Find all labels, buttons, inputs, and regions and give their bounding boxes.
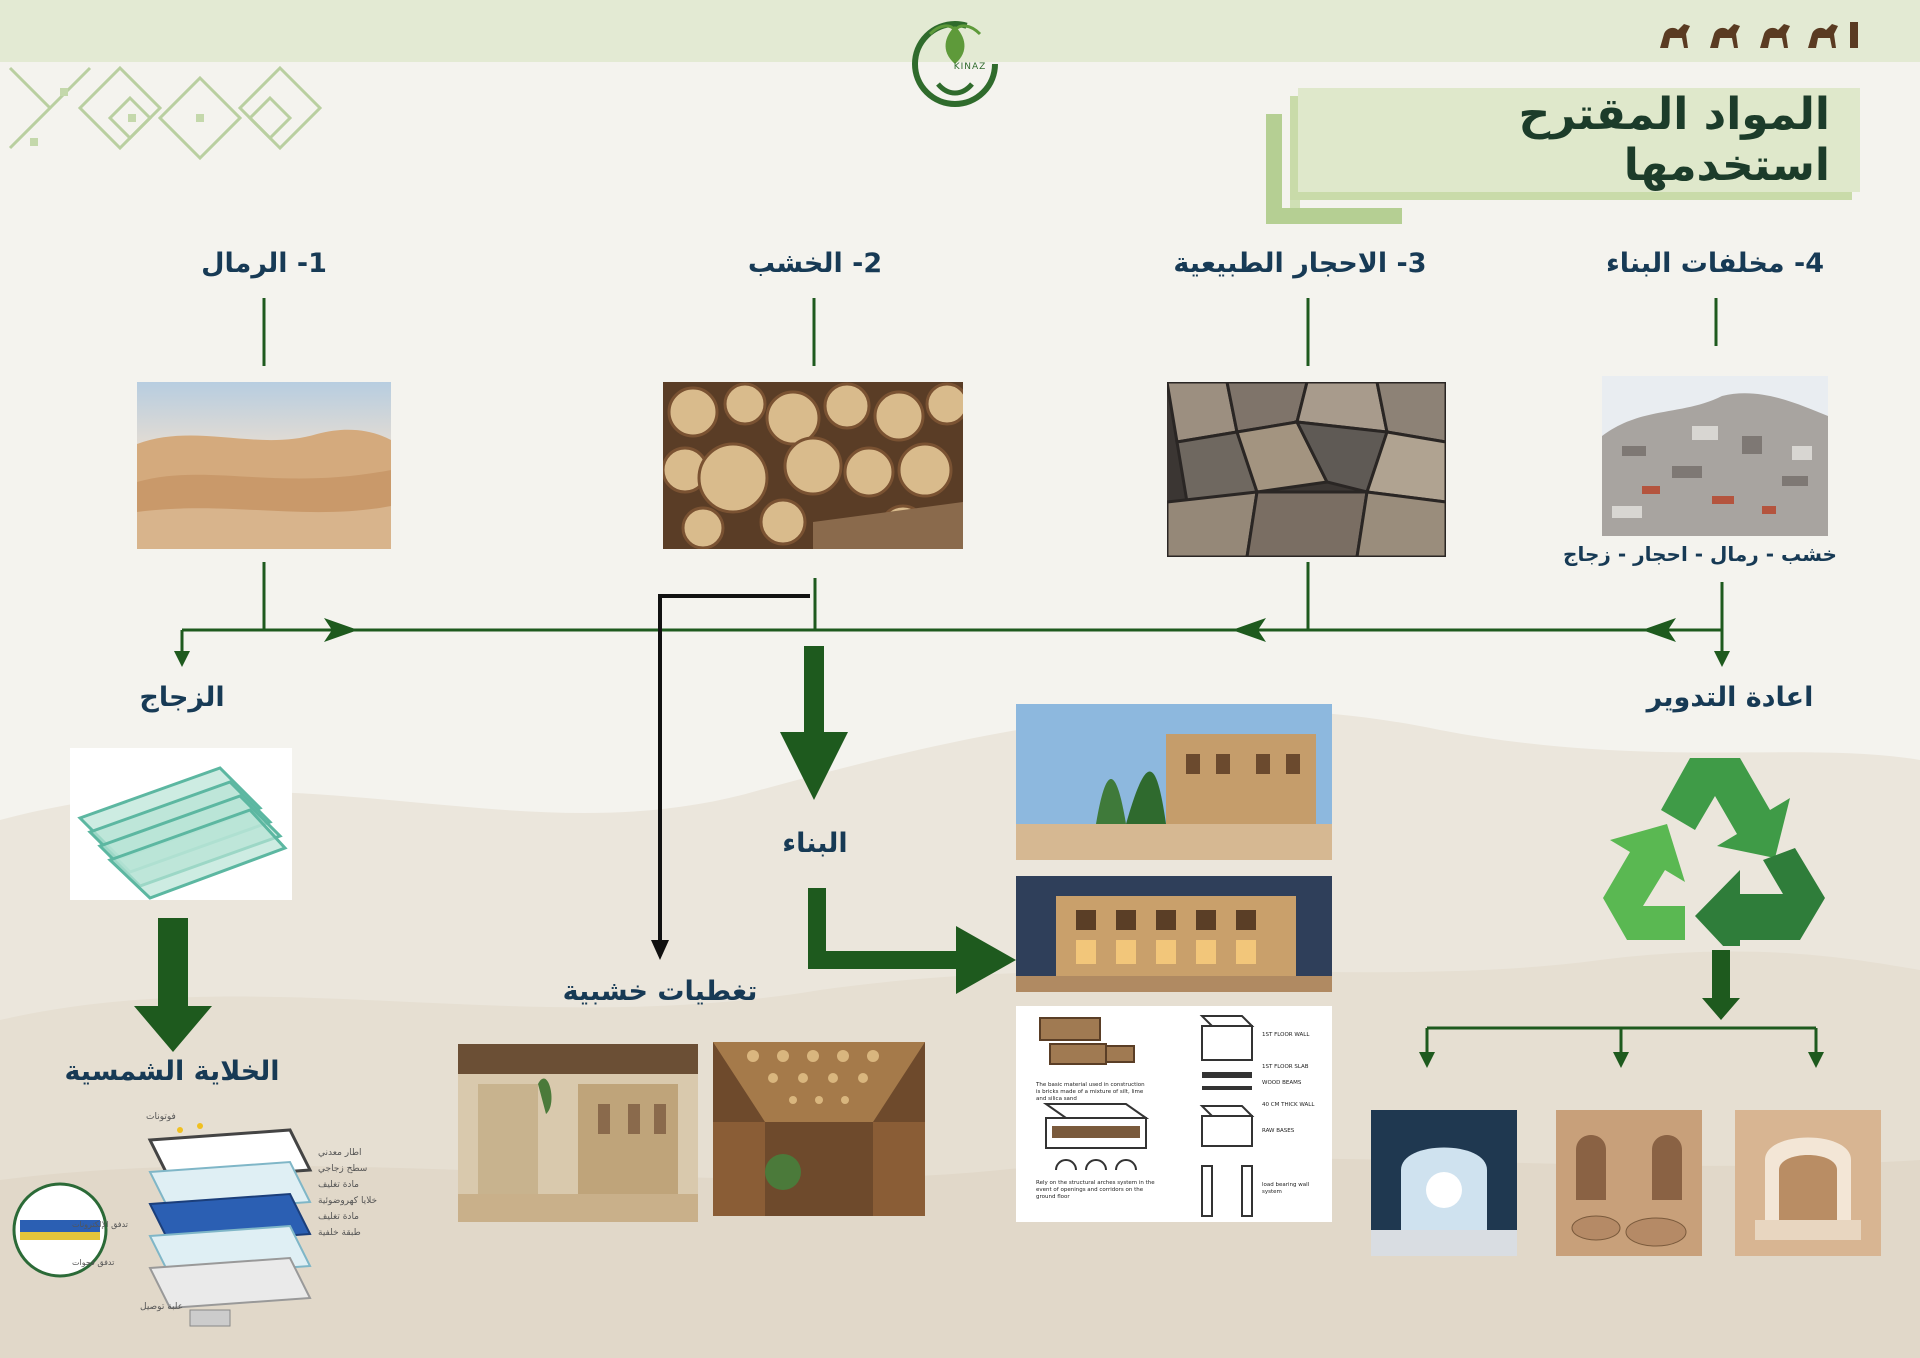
waste-contents-label: خشب - رمال - احجار - زجاج [1563,542,1837,566]
construction-system-diagram: The basic material used in construction … [1016,1006,1332,1222]
building-render-2-image [1016,876,1332,992]
solar-frame-label: اطار معدني [318,1148,362,1158]
building-label: البناء [782,828,848,859]
construction-waste-image [1602,376,1828,536]
title-decoration [1266,114,1282,224]
sand-dunes-image [137,382,391,549]
construction-label-thick-wall: 40 CM THICK WALL [1262,1102,1315,1108]
recycling-label: اعادة التدوير [1646,682,1814,713]
solar-cell-label: الخلاية الشمسية [64,1056,280,1087]
solar-junction-box-label: علبة توصيل [140,1302,184,1312]
material-label-wood: 2- الخشب [747,248,883,279]
construction-label-load-bearing: load bearing wall system [1262,1182,1310,1195]
recycled-stone-interior-image [1556,1110,1702,1256]
glass-sheets-image [70,748,292,900]
title-decoration [1266,208,1402,224]
material-label-waste: 4- مخلفات البناء [1605,248,1825,279]
construction-system-drawing [1039,1015,1255,1217]
solar-hole-flow-label: تدفق فجوات [72,1258,115,1267]
wood-logs-image [663,382,963,549]
title-decoration [1290,140,1300,208]
natural-stones-image [1167,382,1446,557]
recycled-glass-interior-image [1371,1110,1517,1256]
construction-arches-note: Rely on the structural arches system in … [1036,1180,1155,1200]
kinaz-logo [912,21,998,107]
solar-backsheet-label: طبقة خلفية [318,1228,361,1238]
ornament-pattern [8,65,323,161]
construction-label-floor-slab: 1ST FLOOR SLAB [1262,1064,1309,1070]
solar-photons-label: فوتونات [146,1112,176,1122]
logo-text: KINAZ [953,62,987,72]
solar-glass-label: سطح زجاجي [318,1164,368,1174]
construction-label-wood-beams: WOOD BEAMS [1262,1080,1302,1086]
construction-material-note: The basic material used in construction … [1036,1082,1145,1102]
solar-encapsulant-label: مادة تغليف [318,1180,360,1190]
solar-electron-flow-label: تدفق الإلكترونات [72,1220,128,1229]
construction-label-raw-bases: RAW BASES [1262,1128,1295,1134]
solar-encapsulant2-label: مادة تغليف [318,1212,360,1222]
material-label-stone: 3- الاحجار الطبيعية [1173,248,1427,279]
title-box: المواد المقترح استخدمها [1298,88,1860,192]
wood-covers-label: تغطيات خشبية [562,976,758,1007]
wood-cover-courtyard-image [458,1044,698,1222]
recycle-icon [1603,758,1825,946]
construction-label-floor-wall: 1ST FLOOR WALL [1262,1032,1310,1038]
camel-caravan-icon [1660,22,1858,48]
page-title: المواد المقترح استخدمها [1518,89,1830,191]
wood-cover-souq-image [713,1042,925,1216]
solar-cell-diagram [12,1123,313,1327]
building-render-1-image [1016,704,1332,860]
material-label-sand: 1- الرمال [201,248,327,279]
glass-label: الزجاج [139,682,225,713]
recycled-sand-interior-image [1735,1110,1881,1256]
solar-pv-cells-label: خلايا كهروضوئية [318,1196,378,1206]
